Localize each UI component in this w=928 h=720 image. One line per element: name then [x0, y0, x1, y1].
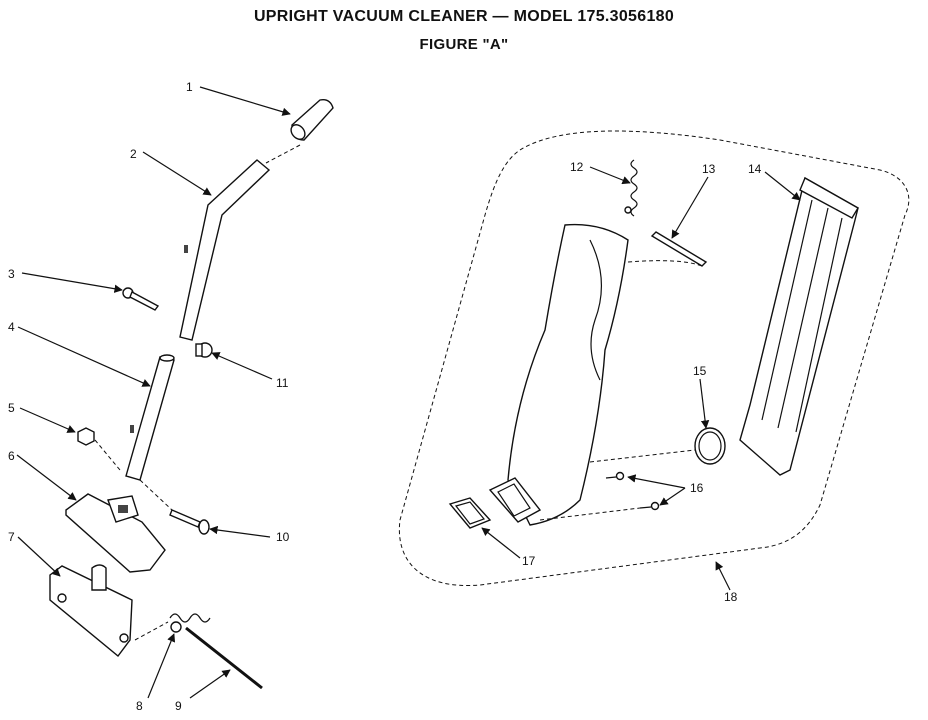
- callout-2: 2: [130, 147, 137, 161]
- part-15-retaining-ring: [694, 427, 726, 465]
- part-17-filter-pad: [448, 497, 492, 529]
- callout-18: 18: [724, 590, 738, 604]
- callout-8: 8: [136, 699, 143, 713]
- part-4-lower-handle: [125, 354, 175, 481]
- part-6-bracket-housing: [65, 493, 166, 573]
- part-2-upper-handle: [179, 159, 271, 341]
- callout-17: 17: [522, 554, 536, 568]
- callout-14: 14: [748, 162, 762, 176]
- leader-dash: [94, 439, 121, 471]
- callout-6: 6: [8, 449, 15, 463]
- part-12-spring: [624, 159, 638, 217]
- diagram-title: UPRIGHT VACUUM CLEANER — MODEL 175.30561…: [253, 8, 675, 25]
- part-9-rod: [185, 626, 263, 690]
- callout-13: 13: [702, 162, 716, 176]
- inner-bag: [507, 223, 629, 526]
- bag-collar: [488, 477, 542, 523]
- callout-5: 5: [8, 401, 15, 415]
- callout-numbers: 1 2 3 4 5 6 7 8 9 10 11 12 13 14 15 16 1…: [8, 80, 762, 713]
- callout-9: 9: [175, 699, 182, 713]
- callout-16: 16: [690, 481, 704, 495]
- part-1-handle-grip: [290, 98, 334, 141]
- part-7-bracket: [49, 564, 133, 658]
- part-14-outer-bag-cover: [739, 176, 859, 476]
- leader-dash: [139, 479, 173, 511]
- callout-15: 15: [693, 364, 707, 378]
- part-5-nut: [77, 427, 95, 446]
- leader-dash: [265, 144, 301, 164]
- leader-lines: [16, 86, 801, 699]
- part-13-rod: [650, 231, 708, 267]
- callout-7: 7: [8, 530, 15, 544]
- leader-dash: [134, 621, 169, 641]
- part-3-screw: [122, 287, 160, 311]
- leader-dash: [627, 260, 703, 267]
- part-16-screws: [605, 471, 660, 511]
- part-8-spring: [169, 613, 211, 633]
- part-10-bolt: [169, 509, 210, 535]
- callout-1: 1: [186, 80, 193, 94]
- callout-10: 10: [276, 530, 290, 544]
- leader-dash: [539, 507, 641, 521]
- callout-12: 12: [570, 160, 584, 174]
- callout-4: 4: [8, 320, 15, 334]
- callout-3: 3: [8, 267, 15, 281]
- callout-11: 11: [276, 376, 289, 390]
- leader-dash: [589, 449, 696, 463]
- part-11-knob: [195, 342, 213, 358]
- bag-assembly-outline: [398, 130, 910, 587]
- figure-label: FIGURE "A": [419, 36, 509, 53]
